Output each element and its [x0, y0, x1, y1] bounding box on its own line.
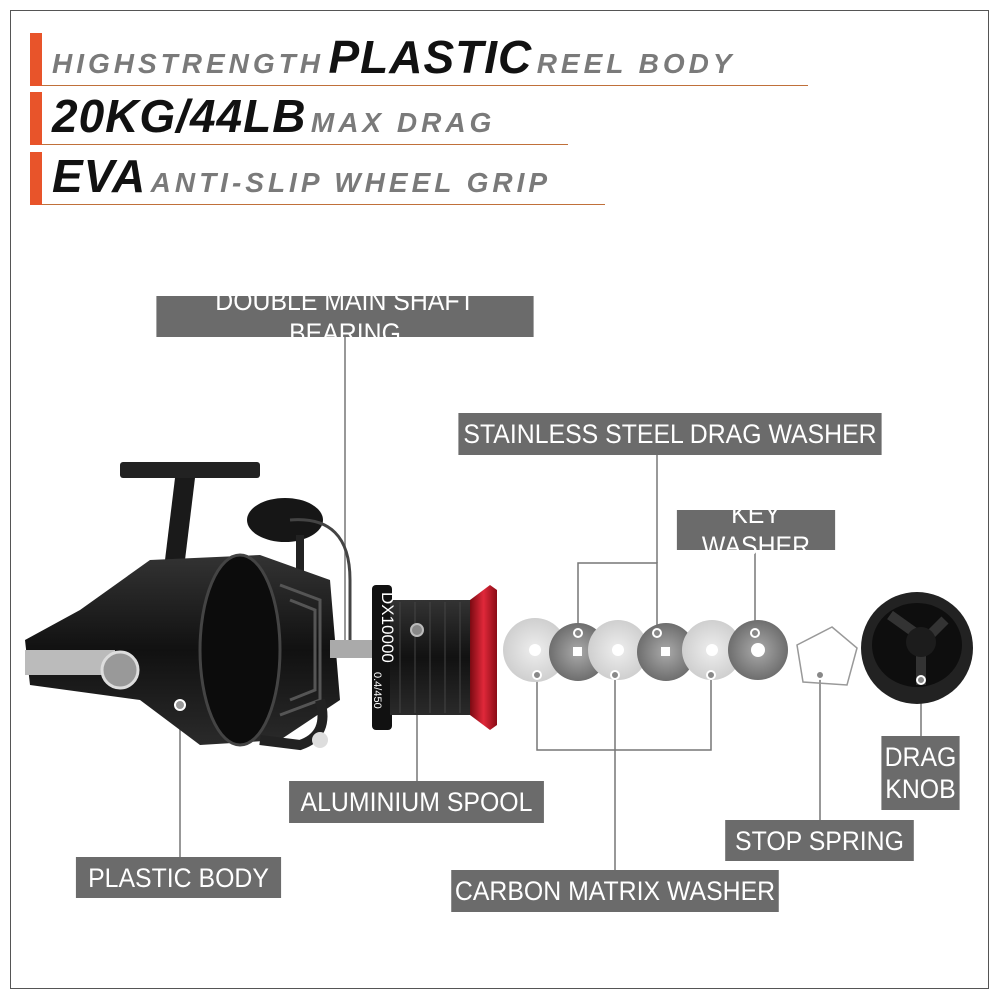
accent-bar	[30, 152, 42, 205]
drag-knob-line2: KNOB	[885, 774, 956, 804]
headline-strong: EVA	[52, 150, 147, 202]
headline-plastic-body: Highstrength PLASTIC Reel Body	[30, 31, 808, 86]
headline-max-drag: 20KG/44LB Max Drag	[30, 90, 568, 145]
spool-spec: 0.4/450	[371, 672, 383, 709]
spool-model: DX10000	[378, 592, 397, 663]
underline	[42, 204, 605, 205]
underline	[42, 85, 808, 86]
headline-strong: PLASTIC	[328, 31, 533, 83]
aluminium-spool: DX10000 0.4/450	[371, 585, 497, 730]
underline	[42, 144, 568, 145]
drag-knob-line1: DRAG	[884, 742, 957, 772]
reel-body	[25, 462, 375, 751]
leader-lines	[179, 337, 922, 870]
label-stop-spring: STOP SPRING	[725, 820, 914, 861]
headline-eva-grip: EVA Anti-Slip Wheel Grip	[30, 150, 605, 205]
accent-bar	[30, 33, 42, 86]
label-aluminium-spool: ALUMINIUM SPOOL	[289, 781, 544, 823]
washers	[503, 618, 788, 682]
headline-lead: Highstrength	[52, 48, 324, 79]
image-border	[10, 10, 989, 989]
label-key-washer: KEY WASHER	[676, 499, 836, 561]
label-plastic-body: PLASTIC BODY	[75, 857, 282, 898]
drag-knob	[861, 592, 973, 704]
accent-bar	[30, 92, 42, 145]
headline-tail: Max Drag	[310, 107, 496, 138]
label-drag-knob: DRAG KNOB	[881, 736, 960, 810]
headline-tail: Reel Body	[536, 48, 736, 79]
headline-tail: Anti-Slip Wheel Grip	[150, 167, 552, 198]
label-carbon-matrix-washer: CARBON MATRIX WASHER	[451, 870, 779, 912]
stop-spring	[796, 626, 858, 686]
label-double-main-shaft-bearing: DOUBLE MAIN SHAFT BEARING	[156, 286, 534, 348]
label-stainless-steel-drag-washer: STAINLESS STEEL DRAG WASHER	[458, 413, 882, 455]
headline-strong: 20KG/44LB	[52, 90, 307, 142]
